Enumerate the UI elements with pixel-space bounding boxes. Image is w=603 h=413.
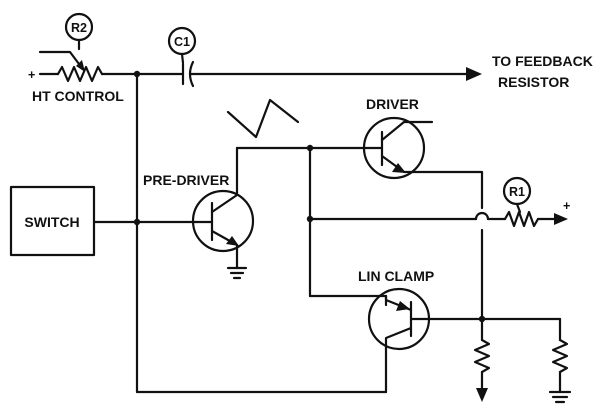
to-feedback-label: TO FEEDBACK: [492, 53, 593, 69]
c1-leader: [180, 52, 185, 65]
r1-leader: [515, 202, 522, 214]
feedback-arrowhead: [466, 67, 482, 81]
predriver-collector: [210, 146, 239, 214]
driver-label: DRIVER: [366, 96, 419, 112]
resistor-label: RESISTOR: [498, 74, 569, 90]
clamp-emitter-arrow: [396, 301, 410, 311]
r1-resistor: [503, 210, 540, 228]
driver-emitter: [380, 154, 484, 210]
lin-clamp-label: LIN CLAMP: [358, 268, 434, 284]
r2-wiper-arrow: [38, 50, 84, 70]
bottom-resistor-a: [473, 338, 491, 374]
driver-emitter-arrow: [392, 163, 406, 173]
predriver-emitter-arrow: [226, 236, 239, 246]
predriver-transistor: [191, 189, 255, 253]
r2-wiper-arrowhead: [76, 60, 85, 72]
plus-left-label: +: [28, 68, 35, 82]
junction-switch: [133, 218, 141, 226]
bottom-arrowhead: [476, 388, 488, 402]
r1-label: R1: [509, 185, 525, 199]
bottom-resistor-b: [551, 338, 569, 374]
r2-label: R2: [71, 21, 87, 35]
c1-label: C1: [174, 35, 190, 49]
sawtooth-waveform: [226, 98, 300, 139]
r1-arrowhead: [554, 213, 568, 225]
predriver-label: PRE-DRIVER: [143, 172, 229, 188]
wire-crossover: [474, 211, 490, 221]
ht-control-label: HT CONTROL: [32, 88, 124, 104]
driver-transistor: [362, 116, 426, 180]
r2-resistor: [56, 65, 104, 83]
clamp-collector: [384, 326, 413, 347]
plus-right-label: +: [563, 199, 570, 213]
driver-collector: [380, 120, 434, 142]
switch-label: SWITCH: [24, 214, 79, 230]
